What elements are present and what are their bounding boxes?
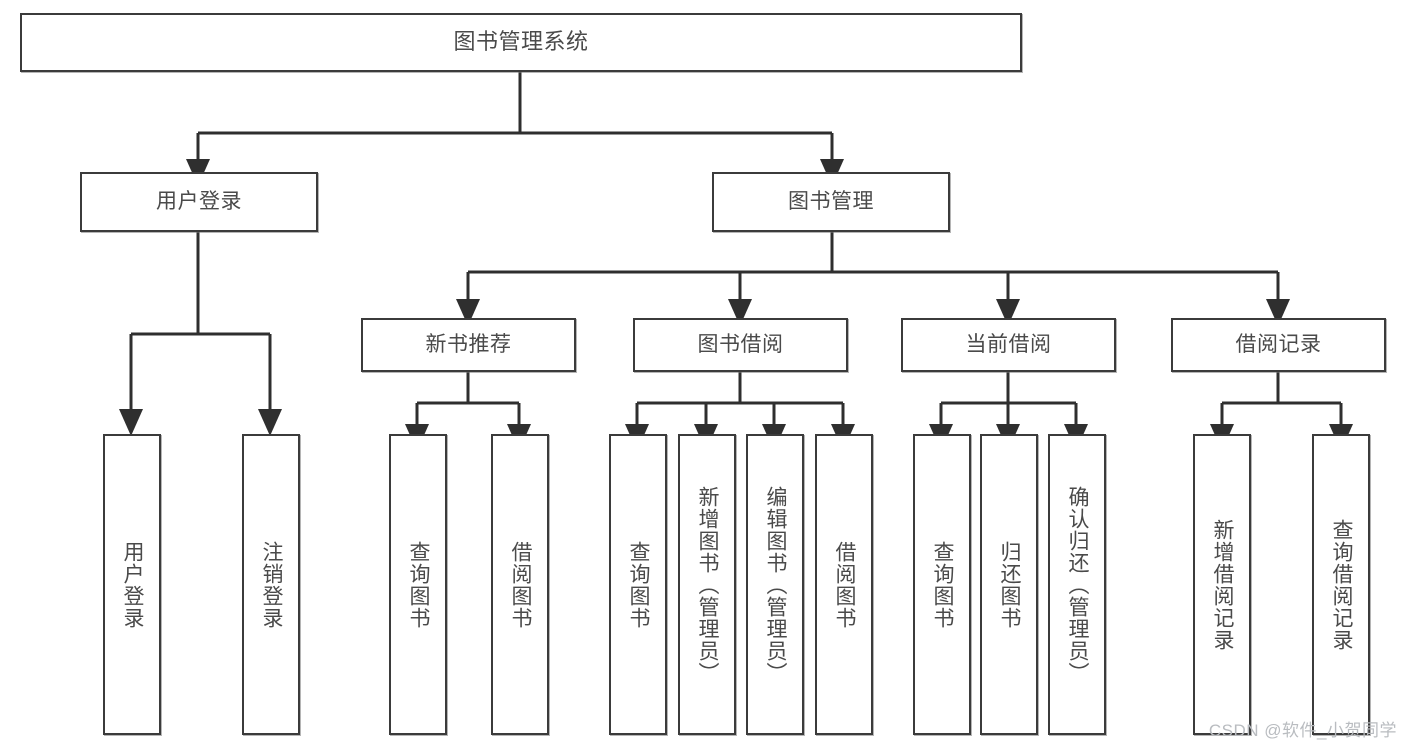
- csdn-watermark: CSDN @软件_小贺同学: [1208, 721, 1397, 740]
- leaf-confirm-return-label: 确认归还（管理员）: [1066, 485, 1090, 684]
- leaf-query-book-3-label: 查询图书: [931, 540, 955, 629]
- leaf-add-record[interactable]: 新增借阅记录: [1193, 434, 1251, 735]
- leaf-logout-label: 注销登录: [260, 540, 284, 629]
- leaf-add-book[interactable]: 新增图书（管理员）: [678, 434, 736, 735]
- leaf-edit-book[interactable]: 编辑图书（管理员）: [746, 434, 804, 735]
- node-root-book-management-system[interactable]: 图书管理系统: [20, 13, 1022, 72]
- leaf-add-record-label: 新增借阅记录: [1211, 518, 1235, 651]
- node-borrow-record[interactable]: 借阅记录: [1171, 318, 1386, 372]
- leaf-user-login-label: 用户登录: [121, 540, 145, 629]
- node-book-borrow-label: 图书借阅: [697, 333, 784, 357]
- leaf-query-book-3[interactable]: 查询图书: [913, 434, 971, 735]
- node-book-management[interactable]: 图书管理: [712, 172, 950, 232]
- node-book-borrow[interactable]: 图书借阅: [633, 318, 848, 372]
- node-root-label: 图书管理系统: [453, 29, 589, 55]
- leaf-user-login[interactable]: 用户登录: [103, 434, 161, 735]
- leaf-query-record-label: 查询借阅记录: [1330, 518, 1354, 651]
- leaf-query-book-2-label: 查询图书: [627, 540, 651, 629]
- node-new-book-recommend[interactable]: 新书推荐: [361, 318, 576, 372]
- node-new-book-recommend-label: 新书推荐: [425, 333, 512, 357]
- leaf-borrow-book-2[interactable]: 借阅图书: [815, 434, 873, 735]
- leaf-query-book-2[interactable]: 查询图书: [609, 434, 667, 735]
- leaf-logout[interactable]: 注销登录: [242, 434, 300, 735]
- leaf-borrow-book-1[interactable]: 借阅图书: [491, 434, 549, 735]
- node-current-borrow[interactable]: 当前借阅: [901, 318, 1116, 372]
- node-user-login[interactable]: 用户登录: [80, 172, 318, 232]
- node-book-management-label: 图书管理: [788, 190, 874, 214]
- node-user-login-label: 用户登录: [156, 190, 242, 214]
- leaf-edit-book-label: 编辑图书（管理员）: [764, 485, 788, 684]
- leaf-add-book-label: 新增图书（管理员）: [696, 485, 720, 684]
- leaf-return-book-label: 归还图书: [998, 540, 1022, 629]
- leaf-query-record[interactable]: 查询借阅记录: [1312, 434, 1370, 735]
- leaf-confirm-return[interactable]: 确认归还（管理员）: [1048, 434, 1106, 735]
- leaf-query-book-1[interactable]: 查询图书: [389, 434, 447, 735]
- leaf-query-book-1-label: 查询图书: [407, 540, 431, 629]
- node-current-borrow-label: 当前借阅: [965, 333, 1052, 357]
- leaf-borrow-book-2-label: 借阅图书: [833, 540, 857, 629]
- node-borrow-record-label: 借阅记录: [1235, 333, 1322, 357]
- leaf-borrow-book-1-label: 借阅图书: [509, 540, 533, 629]
- leaf-return-book[interactable]: 归还图书: [980, 434, 1038, 735]
